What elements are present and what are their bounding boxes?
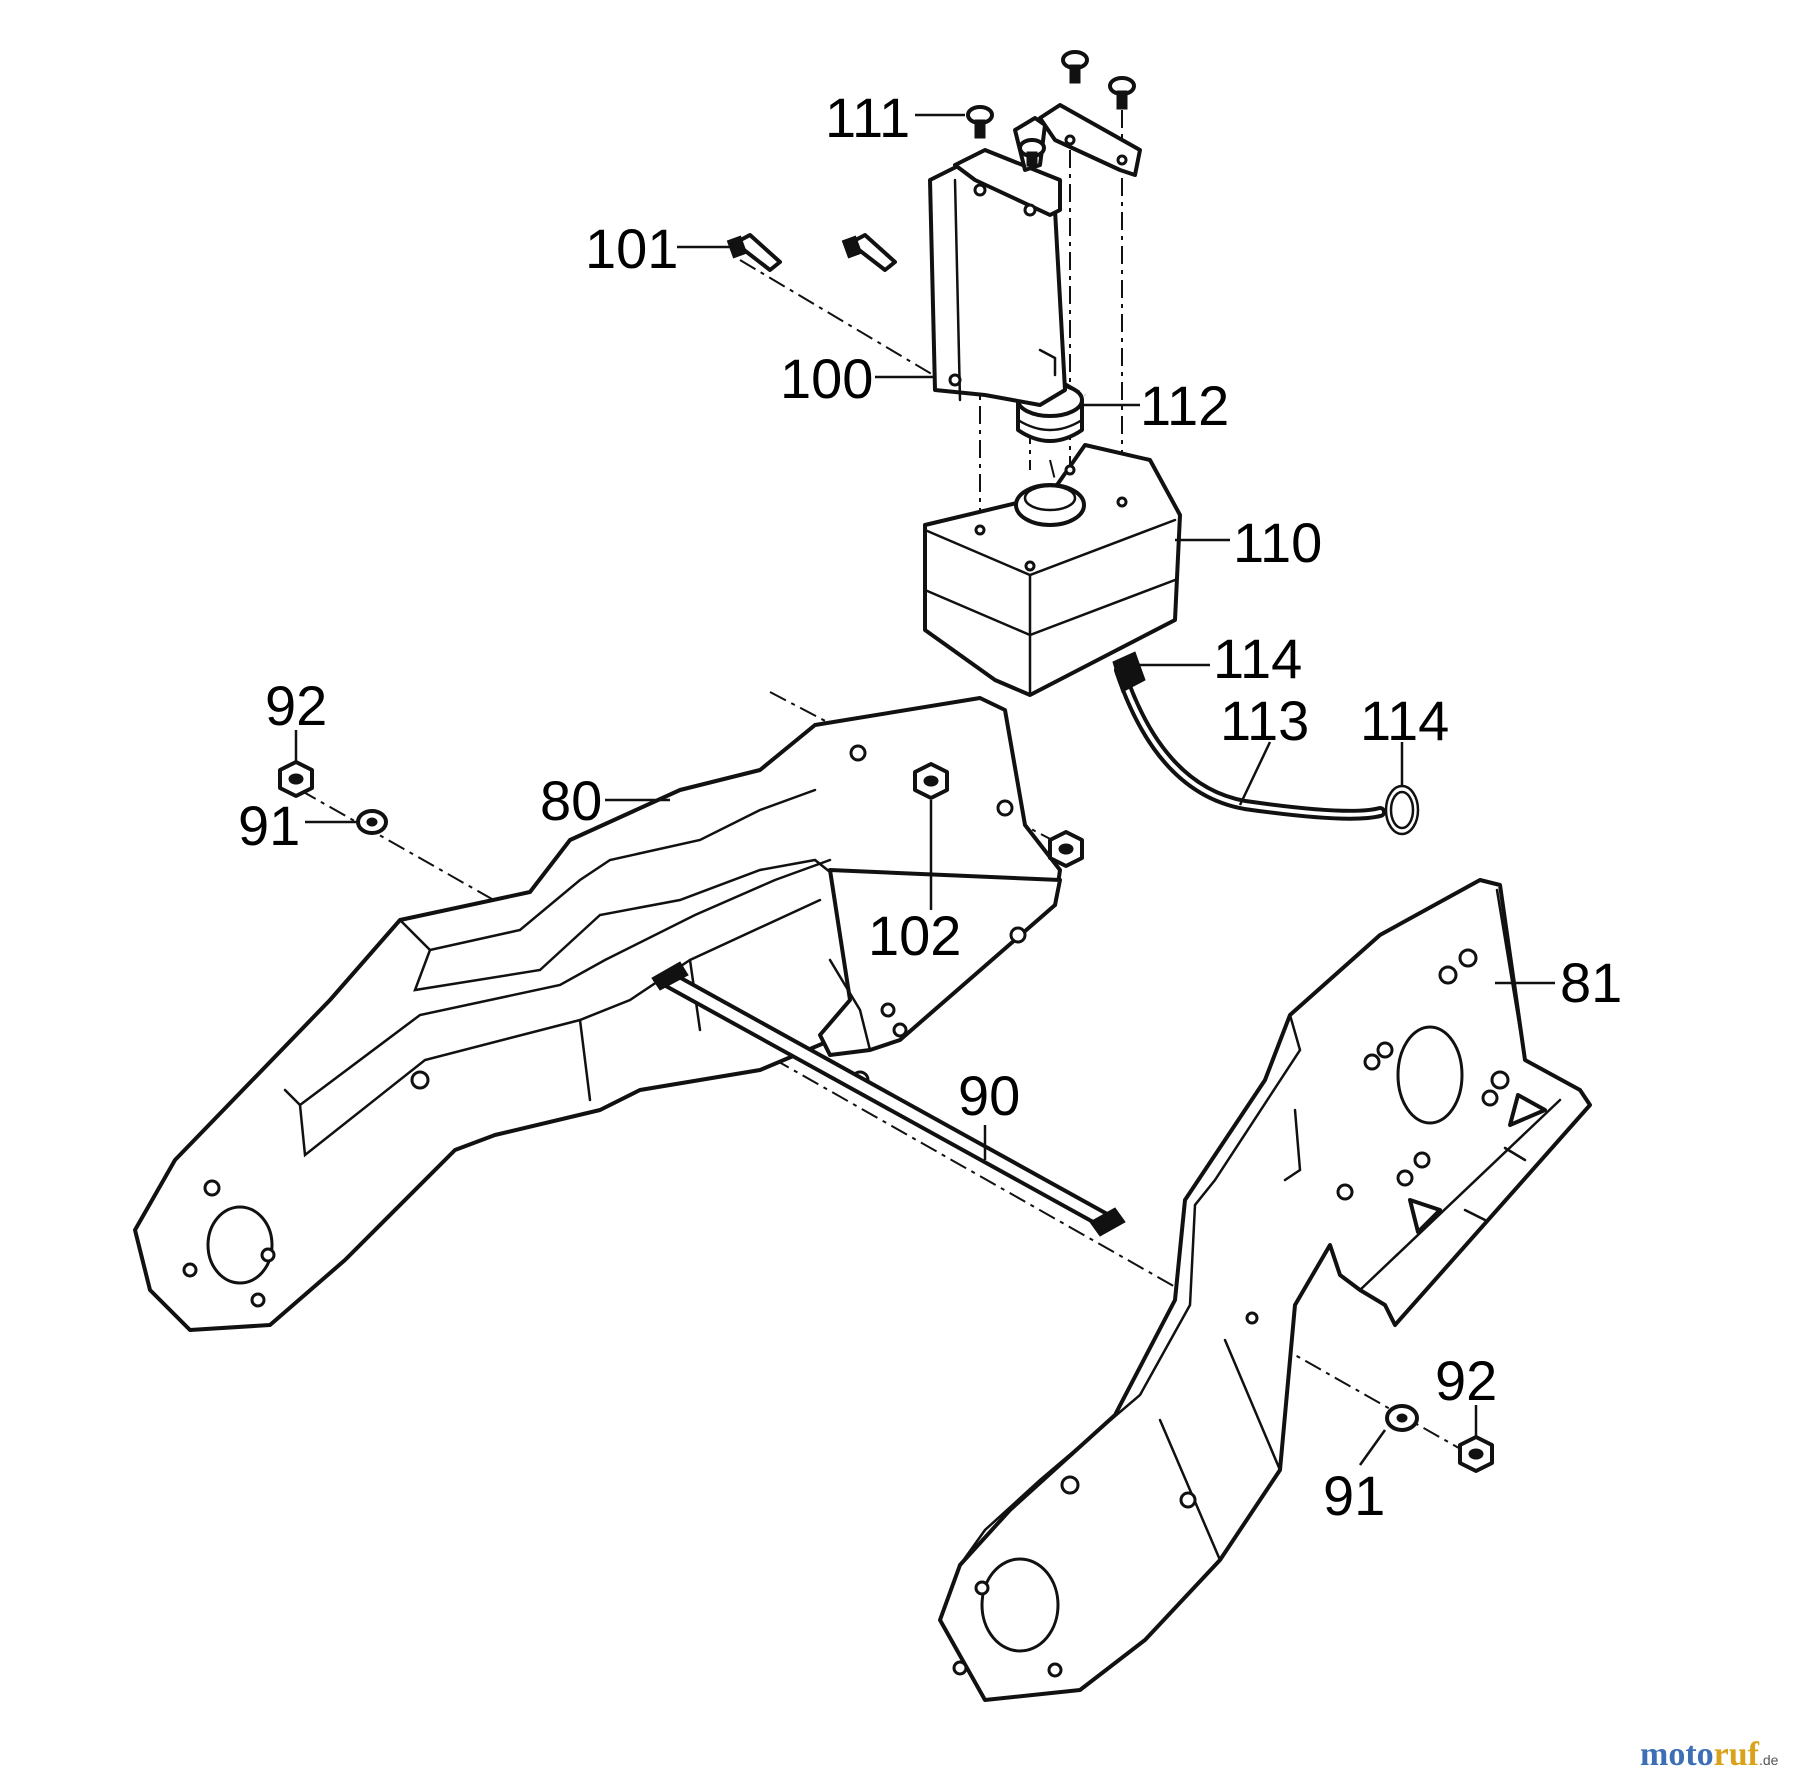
callout-92-right: 92 — [1435, 1349, 1497, 1412]
callout-110: 110 — [1233, 511, 1322, 574]
washer-91-right — [1385, 1404, 1419, 1432]
nut-92-left — [278, 760, 314, 798]
callout-91-right: 91 — [1323, 1464, 1385, 1527]
screws-101 — [726, 233, 897, 272]
callout-labels: 111 101 100 112 110 114 113 114 92 91 80… — [238, 86, 1622, 1527]
tank-bracket-100 — [928, 103, 1142, 407]
callout-114-clamp-upper: 114 — [1213, 627, 1302, 690]
threaded-rod-90 — [651, 961, 1126, 1237]
motoruf-watermark: motoruf.de — [1640, 1736, 1779, 1773]
screws-111 — [966, 50, 1136, 167]
hose-clamps-114 — [1112, 651, 1420, 836]
callout-102: 102 — [868, 904, 961, 967]
nut-102 — [913, 762, 1084, 868]
callout-81: 81 — [1560, 951, 1622, 1014]
callout-90: 90 — [958, 1064, 1020, 1127]
callout-114-clamp-lower: 114 — [1360, 689, 1449, 752]
nut-92-right — [1458, 1435, 1494, 1473]
callout-112: 112 — [1140, 374, 1229, 437]
fuel-tank-110 — [923, 443, 1182, 697]
callout-80: 80 — [540, 769, 602, 832]
callout-101: 101 — [585, 217, 678, 280]
callout-92-left: 92 — [265, 674, 327, 737]
washer-91-left — [356, 809, 388, 835]
callout-100: 100 — [780, 347, 873, 410]
right-frame-bracket-81 — [938, 878, 1592, 1702]
leader-lines — [294, 113, 1555, 1466]
callout-111: 111 — [825, 86, 910, 149]
callout-113: 113 — [1220, 689, 1309, 752]
left-frame-bracket-80 — [133, 696, 1062, 1332]
callout-91-left: 91 — [238, 794, 300, 857]
svg-text:motoruf.de: motoruf.de — [1640, 1736, 1779, 1773]
